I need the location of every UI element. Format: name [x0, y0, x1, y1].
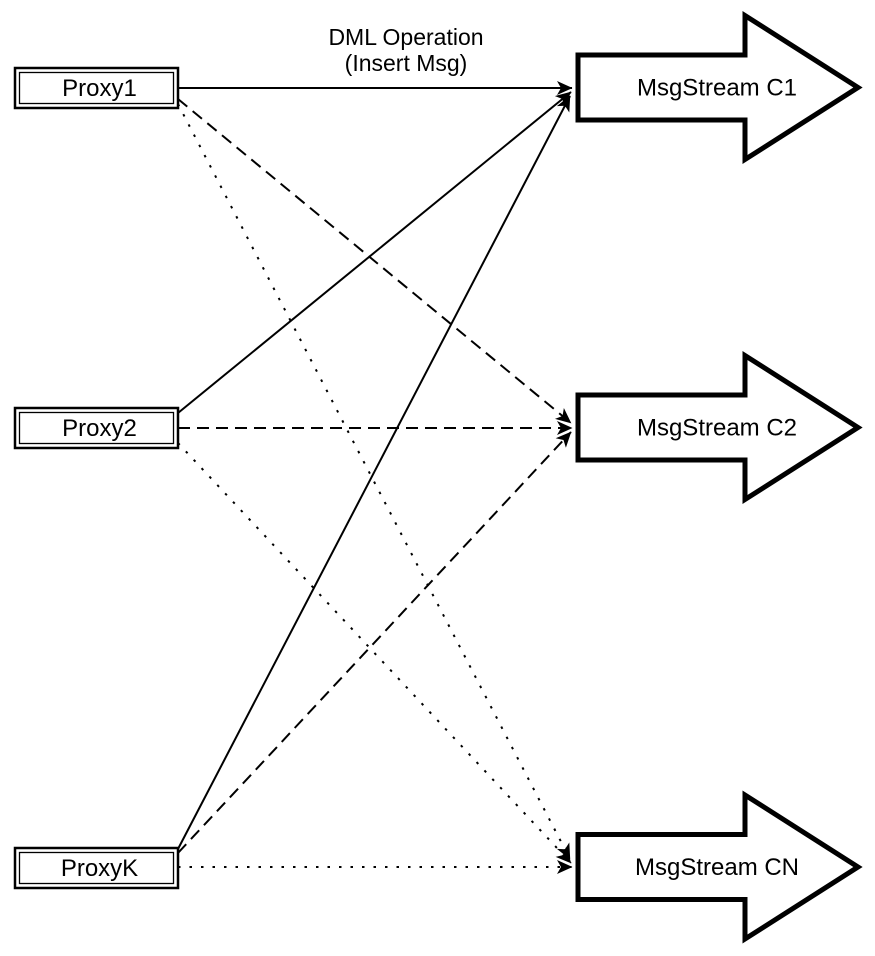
proxy-label-proxy1: Proxy1 [62, 75, 137, 102]
proxy-box-inner-proxy1 [18, 71, 175, 105]
proxy-box-outer-proxy2 [13, 406, 180, 450]
proxy-node-proxyk: ProxyK [13, 846, 180, 890]
annotation-line1: DML Operation [328, 24, 483, 50]
stream-node-c1: MsgStream C1 [575, 10, 863, 165]
annotation-line2: (Insert Msg) [345, 50, 468, 76]
annotation-layer: DML Operation (Insert Msg) [328, 24, 483, 76]
proxy-label-proxy2: Proxy2 [62, 415, 137, 442]
block-arrow-icon-cn [575, 790, 863, 944]
proxy-box-outer-proxyk [13, 846, 180, 890]
block-arrow-icon-c2 [575, 350, 863, 505]
proxy-label-proxyk: ProxyK [61, 855, 138, 882]
stream-nodes-layer: MsgStream C1 MsgStream C2 MsgStream CN [575, 10, 863, 944]
edges-layer [177, 81, 573, 874]
stream-label-c1: MsgStream C1 [637, 75, 797, 102]
proxy-node-proxy2: Proxy2 [13, 406, 180, 450]
edge-proxy1-to-c2-dashed [177, 98, 572, 424]
proxy-node-proxy1: Proxy1 [13, 66, 180, 110]
edge-proxyk-to-c1-solid [177, 95, 571, 850]
stream-label-cn: MsgStream CN [635, 854, 799, 881]
edge-proxy1-to-cn-dotted [177, 103, 571, 860]
stream-node-cn: MsgStream CN [575, 790, 863, 944]
proxy-box-outer-proxy1 [13, 66, 180, 110]
proxy-box-inner-proxy2 [18, 411, 175, 445]
edge-proxyk-to-c2-dashed [177, 431, 572, 854]
edge-proxy2-to-c1-solid [177, 91, 572, 414]
proxy-box-inner-proxyk [18, 851, 175, 885]
edge-proxy2-to-cn-dotted [177, 442, 572, 864]
stream-node-c2: MsgStream C2 [575, 350, 863, 505]
stream-label-c2: MsgStream C2 [637, 415, 797, 442]
block-arrow-icon-c1 [575, 10, 863, 165]
